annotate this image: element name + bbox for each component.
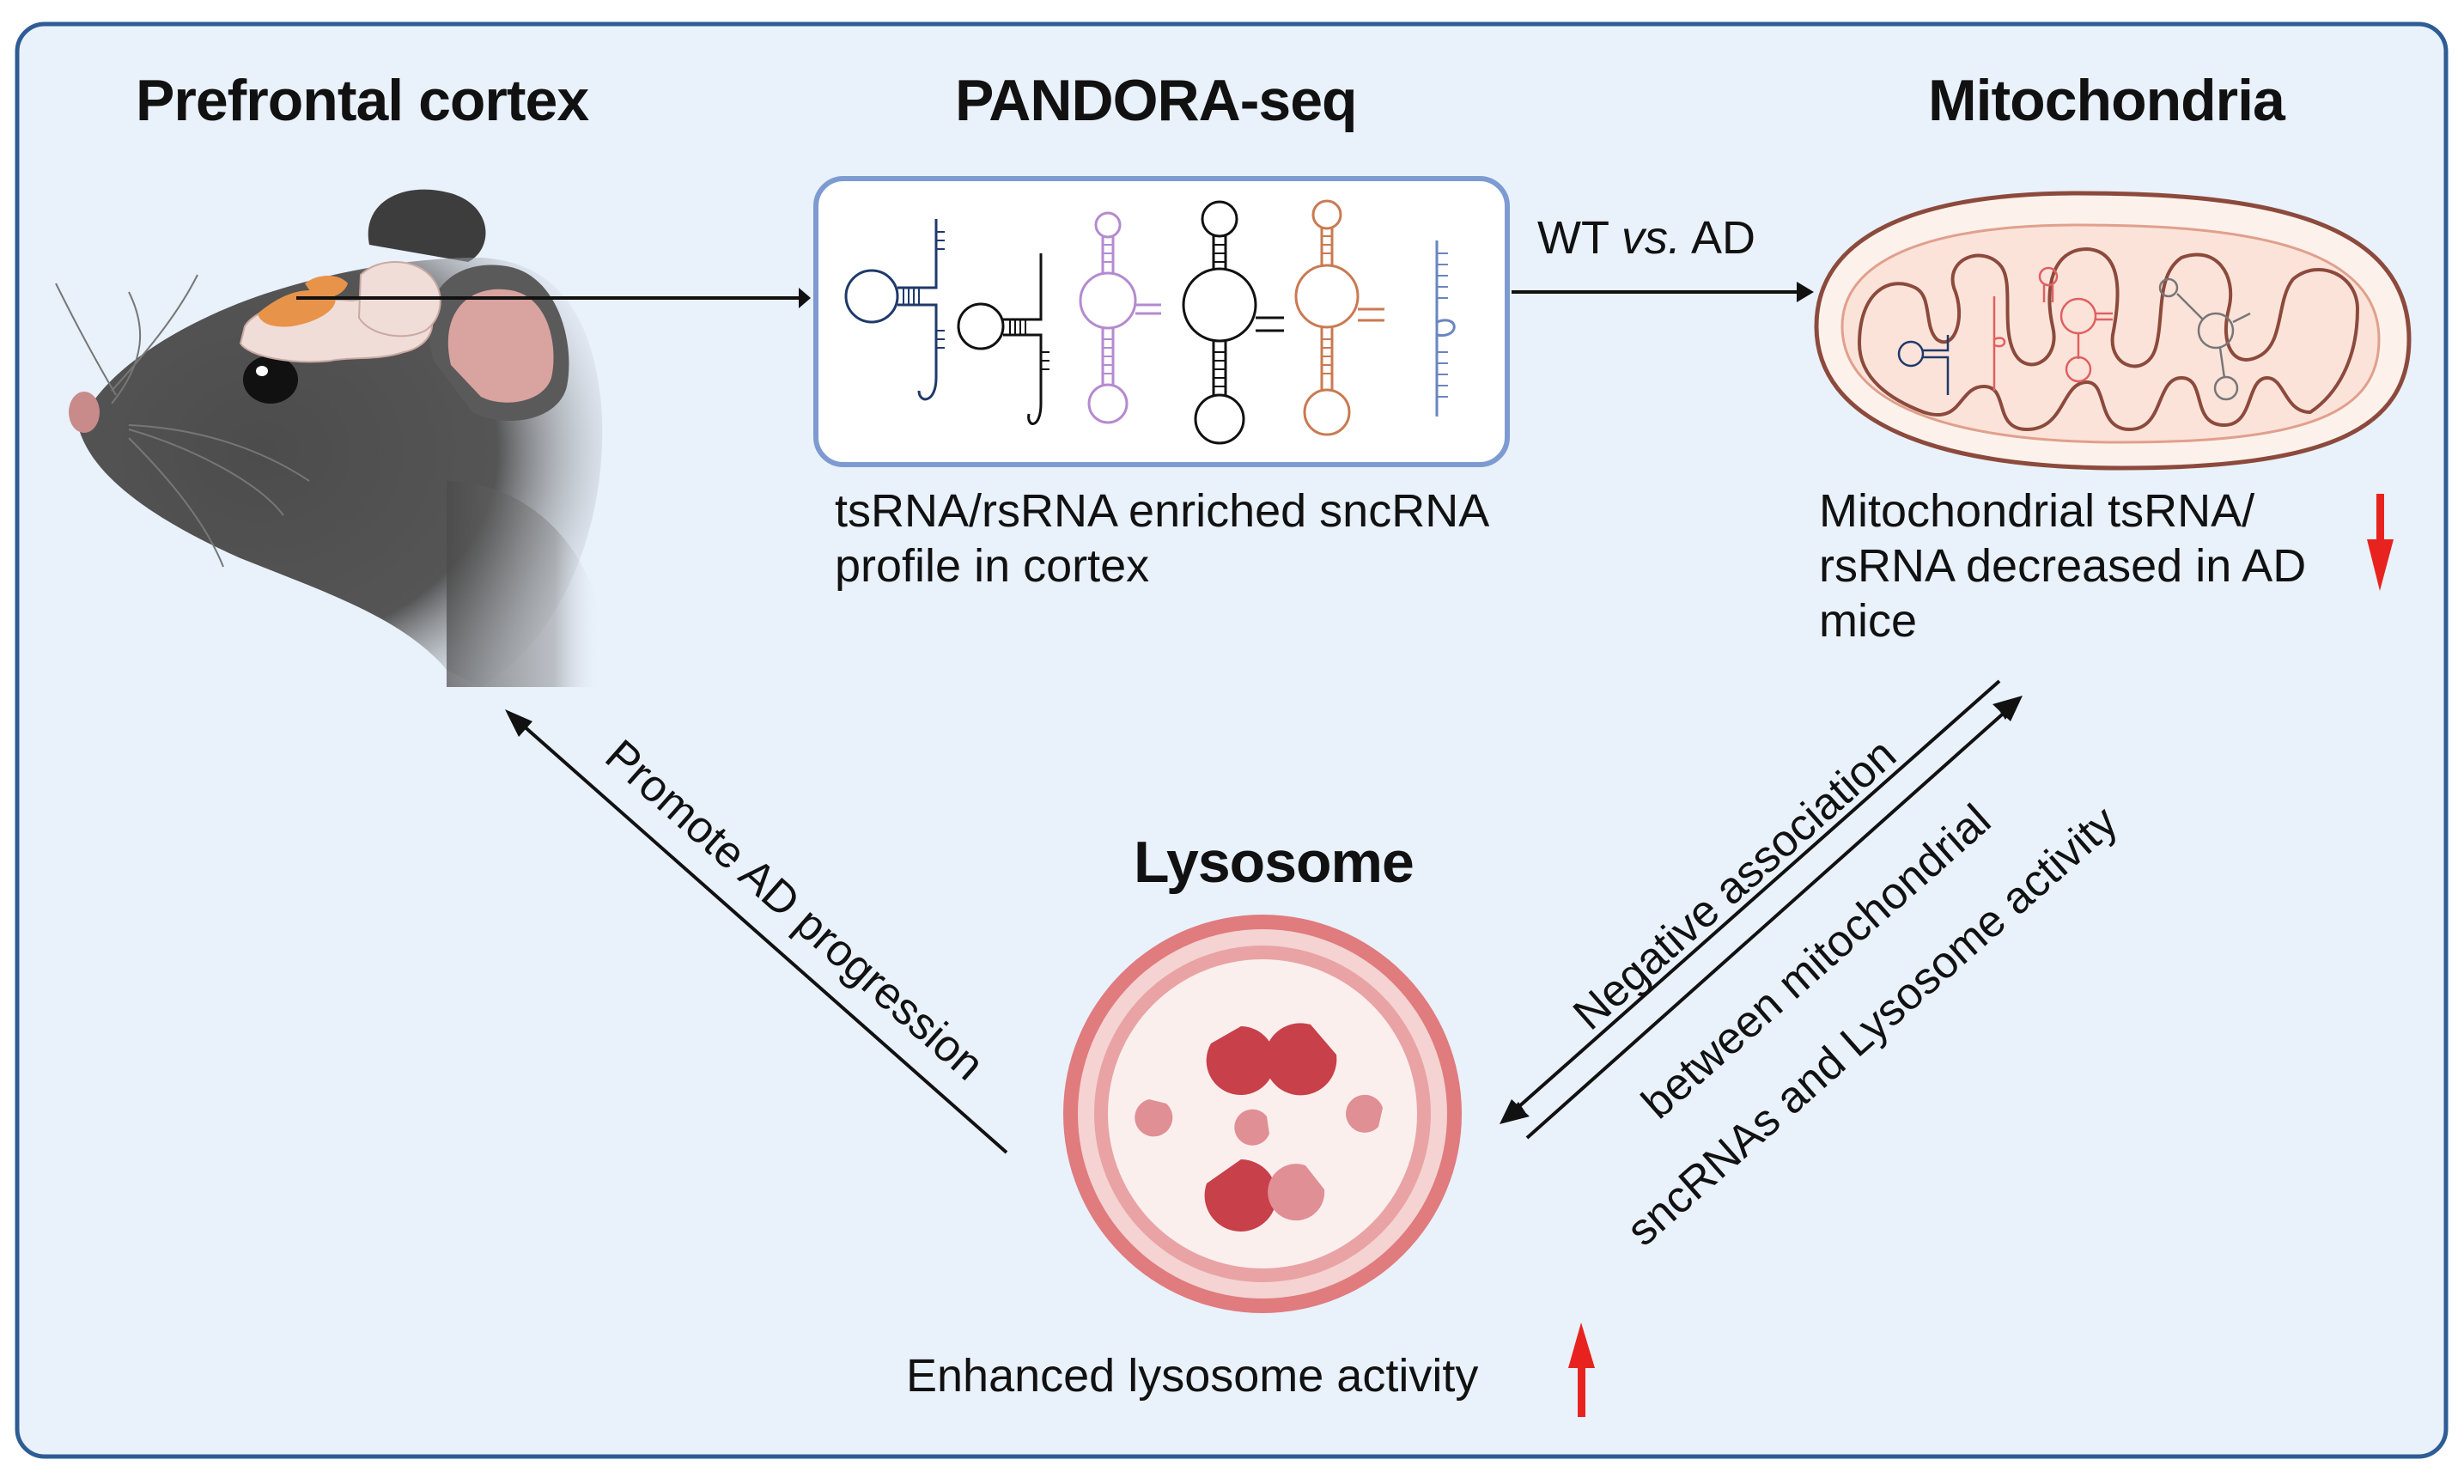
comparison-suffix: AD	[1681, 212, 1756, 264]
pandora-box	[813, 176, 1510, 467]
arrow-lysosome-to-cortex	[512, 715, 1008, 1154]
arrow-lysosome-to-mito	[1525, 700, 2018, 1140]
comparison-italic: vs.	[1621, 212, 1681, 264]
cortex-title: Prefrontal cortex	[136, 68, 589, 133]
rna-hairpin-icon	[844, 199, 1456, 445]
mitochondria-title: Mitochondria	[1928, 68, 2285, 133]
lysosome-caption: Enhanced lysosome activity	[906, 1350, 1479, 1402]
comparison-label: WT vs. AD	[1537, 210, 1755, 265]
comparison-prefix: WT	[1537, 212, 1621, 264]
mito-caption-line-1: Mitochondrial tsRNA/	[1819, 485, 2255, 537]
mito-caption-line-2: rsRNA decreased in AD	[1819, 540, 2307, 592]
pandora-caption: tsRNA/rsRNA enriched sncRNA profile in c…	[835, 484, 1489, 593]
pandora-caption-line-2: profile in cortex	[835, 540, 1150, 592]
pandora-caption-line-1: tsRNA/rsRNA enriched sncRNA	[835, 485, 1490, 537]
down-arrow-icon	[2367, 494, 2394, 591]
arrow-mito-to-lysosome	[1501, 679, 2001, 1122]
up-arrow-icon	[1568, 1323, 1595, 1417]
mitochondrion-icon	[1814, 191, 2412, 471]
lysosome-icon	[1063, 915, 1462, 1313]
lysosome-title: Lysosome	[1134, 830, 1415, 895]
mito-caption-line-3: mice	[1819, 595, 1918, 647]
pandora-title: PANDORA-seq	[955, 68, 1358, 133]
mitochondria-caption: Mitochondrial tsRNA/ rsRNA decreased in …	[1819, 484, 2306, 648]
